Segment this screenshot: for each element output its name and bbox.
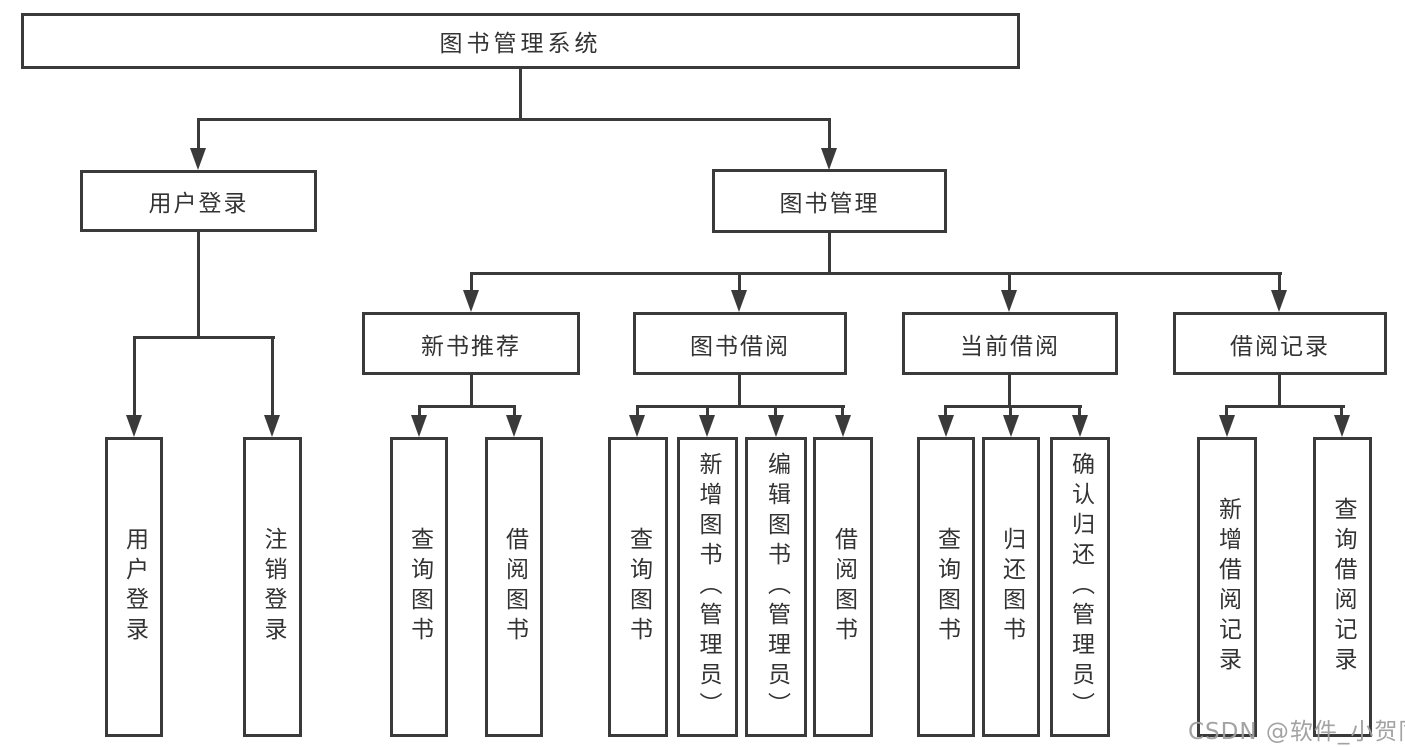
arrowhead-icon — [629, 415, 645, 437]
connector-line — [1225, 407, 1228, 417]
connector-line — [470, 275, 473, 292]
node-user-login: 用户登录 — [80, 170, 317, 232]
arrowhead-icon — [463, 290, 479, 312]
connector-line — [470, 272, 1282, 275]
connector-line — [1008, 375, 1011, 405]
connector-line — [1008, 275, 1011, 292]
arrowhead-icon — [1003, 415, 1019, 437]
leaf-borrow-books-borrowing: 借阅图书 — [813, 437, 873, 737]
node-new-book-recommend: 新书推荐 — [362, 312, 580, 375]
arrowhead-icon — [1334, 415, 1350, 437]
arrowhead-icon — [699, 415, 715, 437]
arrowhead-icon — [1219, 415, 1235, 437]
leaf-label: 新增借阅记录 — [1214, 497, 1241, 677]
node-label: 图书借阅 — [690, 333, 790, 360]
connector-line — [133, 336, 275, 339]
connector-line — [197, 118, 200, 152]
leaf-label: 注销登录 — [260, 527, 286, 647]
connector-line — [1278, 375, 1281, 405]
arrowhead-icon — [821, 148, 837, 170]
leaf-return-book: 归还图书 — [982, 437, 1040, 737]
connector-line — [133, 336, 136, 417]
connector-line — [944, 407, 947, 417]
node-label: 用户登录 — [148, 191, 249, 217]
connector-line — [636, 407, 639, 417]
connector-line — [1225, 405, 1345, 408]
leaf-user-login: 用户登录 — [105, 437, 163, 737]
node-label: 当前借阅 — [960, 333, 1060, 360]
connector-line — [774, 407, 777, 417]
node-label: 借阅记录 — [1230, 333, 1330, 360]
node-borrowing-records: 借阅记录 — [1173, 312, 1387, 375]
leaf-label: 用户登录 — [121, 527, 148, 647]
connector-line — [706, 407, 709, 417]
connector-line — [841, 407, 844, 417]
leaf-add-borrow-record: 新增借阅记录 — [1197, 437, 1257, 737]
connector-line — [418, 405, 516, 408]
connector-line — [197, 118, 831, 121]
csdn-watermark: CSDN @软件_小贺同学 — [1188, 719, 1405, 745]
connector-line — [738, 375, 741, 405]
arrowhead-icon — [938, 415, 954, 437]
leaf-label: 确认归还（管理员） — [1067, 452, 1094, 722]
node-label: 图书管理 — [779, 191, 880, 217]
arrowhead-icon — [731, 290, 747, 312]
leaf-label: 新增图书（管理员） — [695, 452, 721, 722]
connector-line — [513, 407, 516, 417]
connector-line — [738, 275, 741, 292]
leaf-query-borrow-record: 查询借阅记录 — [1313, 437, 1372, 737]
arrowhead-icon — [835, 415, 851, 437]
arrowhead-icon — [190, 148, 206, 170]
arrowhead-icon — [1072, 415, 1088, 437]
connector-line — [470, 375, 473, 405]
leaf-borrow-books-newbooks: 借阅图书 — [485, 437, 543, 737]
node-library-management-system: 图书管理系统 — [21, 13, 1020, 69]
leaf-label: 查询借阅记录 — [1330, 497, 1356, 677]
arrowhead-icon — [411, 415, 427, 437]
connector-line — [828, 233, 831, 272]
connector-line — [271, 336, 274, 417]
leaf-query-books-newbooks: 查询图书 — [390, 437, 448, 737]
leaf-label: 查询图书 — [625, 527, 652, 647]
leaf-label: 查询图书 — [933, 527, 960, 647]
connector-line — [1078, 407, 1081, 417]
connector-line — [1278, 275, 1281, 292]
arrowhead-icon — [126, 415, 142, 437]
leaf-label: 借阅图书 — [501, 527, 528, 647]
connector-line — [944, 405, 1082, 408]
connector-line — [828, 118, 831, 152]
connector-line — [519, 69, 522, 118]
leaf-query-books-current: 查询图书 — [917, 437, 975, 737]
node-current-borrowing: 当前借阅 — [902, 312, 1118, 375]
leaf-logout: 注销登录 — [243, 437, 302, 737]
node-book-borrowing: 图书借阅 — [633, 312, 847, 375]
node-label: 新书推荐 — [421, 333, 521, 360]
arrowhead-icon — [506, 415, 522, 437]
leaf-confirm-return-admin: 确认归还（管理员） — [1050, 437, 1110, 737]
leaf-label: 归还图书 — [998, 527, 1025, 647]
leaf-label: 查询图书 — [406, 527, 433, 647]
leaf-label: 借阅图书 — [830, 527, 857, 647]
arrowhead-icon — [1271, 290, 1287, 312]
leaf-add-book-admin: 新增图书（管理员） — [677, 437, 738, 737]
leaf-edit-book-admin: 编辑图书（管理员） — [745, 437, 807, 737]
connector-line — [636, 405, 845, 408]
connector-line — [1009, 407, 1012, 417]
node-label: 图书管理系统 — [439, 31, 602, 57]
connector-line — [197, 232, 200, 336]
node-book-management: 图书管理 — [712, 169, 947, 233]
leaf-label: 编辑图书（管理员） — [763, 452, 790, 722]
arrowhead-icon — [768, 415, 784, 437]
connector-line — [418, 407, 421, 417]
leaf-query-books-borrowing: 查询图书 — [608, 437, 668, 737]
connector-line — [1340, 407, 1343, 417]
arrowhead-icon — [1001, 290, 1017, 312]
arrowhead-icon — [264, 415, 280, 437]
